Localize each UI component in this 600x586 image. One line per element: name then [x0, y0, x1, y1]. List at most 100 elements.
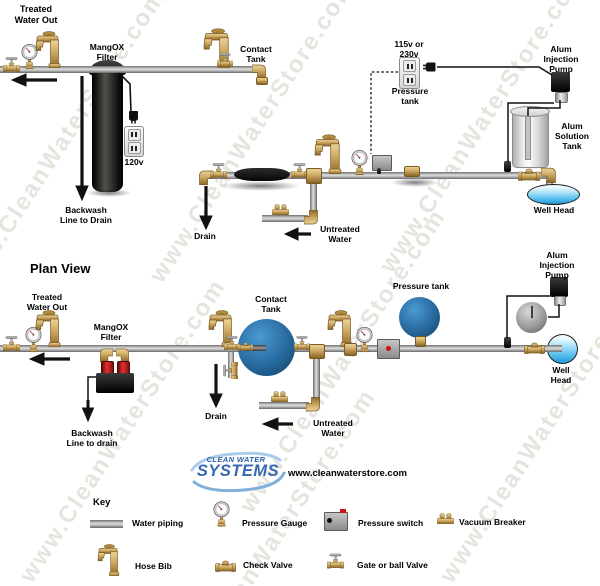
pipe-untreated-riser: [310, 179, 317, 217]
pressure-gauge-icon: [356, 326, 373, 353]
label-pressure-tank: Pressure tank: [391, 86, 429, 107]
drain-arrow-plan: [209, 364, 223, 409]
label-mangox-filter: MangOX Filter: [93, 322, 129, 343]
label-alum-injection-pump: Alum Injection Pump: [539, 250, 575, 281]
water-piping-icon: [90, 520, 123, 528]
logo-text-clean-water: CLEAN WATER: [206, 455, 266, 464]
switch-indicator: [386, 346, 391, 351]
label-drain: Drain: [194, 231, 216, 241]
tee-fitting: [306, 168, 322, 184]
pressure-switch-icon: [324, 512, 348, 531]
key-title: Key: [93, 497, 111, 508]
pipe-main-lower: [203, 172, 548, 179]
pipe-untreated-branch: [262, 215, 308, 222]
well-head-plan: [547, 334, 578, 364]
label-mangox-filter: MangOX Filter: [89, 42, 125, 63]
key-label-pressure-gauge: Pressure Gauge: [242, 518, 308, 528]
tank-inlet-tube: [246, 345, 266, 351]
injection-point-fitting: [504, 161, 511, 172]
label-treated-water-out: Treated Water Out: [14, 4, 58, 25]
elbow-icon: [116, 347, 130, 362]
suction-tube: [525, 116, 531, 160]
alum-injection-pump-plan: [550, 277, 568, 297]
gate-valve-icon: [3, 56, 20, 73]
vacuum-breaker-icon: [271, 391, 288, 402]
pipe-into-wellhead: [547, 345, 562, 352]
alum-solution-tank-plan: [516, 302, 547, 333]
mangox-filter-tank: [92, 68, 123, 192]
key-label-pressure-switch: Pressure switch: [358, 518, 424, 528]
mangox-filter-plan: [96, 373, 134, 393]
label-untreated-water: Untreated Water: [313, 418, 353, 439]
hose-bib-icon: [326, 310, 354, 347]
key-label-vacuum-breaker: Vacuum Breaker: [459, 517, 526, 527]
treated-water-arrow: [10, 73, 57, 87]
label-well-head: Well Head: [533, 205, 575, 215]
gate-valve-icon: [217, 52, 233, 68]
outlet-socket: [127, 128, 141, 141]
label-untreated-water: Untreated Water: [320, 224, 360, 245]
check-valve-icon: [215, 560, 236, 572]
pump-head: [555, 92, 568, 103]
pipe-treated-out: [0, 66, 258, 73]
pipe-coupling: [344, 343, 357, 356]
logo-swoosh-icon: [190, 451, 286, 493]
key-label-water-piping: Water piping: [132, 518, 184, 528]
label-treated-water-out: Treated Water Out: [26, 292, 68, 313]
pressure-gauge-icon: [351, 149, 368, 176]
pressure-tank: [390, 109, 434, 174]
alum-injection-pump: [551, 72, 570, 92]
switch-terminal: [327, 518, 332, 523]
outlet-socket: [127, 142, 141, 155]
label-alum-solution-tank: Alum Solution Tank: [555, 121, 589, 152]
pressure-gauge-icon: [213, 500, 230, 528]
pump-head: [554, 296, 566, 306]
hose-bib-icon: [313, 134, 343, 174]
label-pressure-tank: Pressure tank: [392, 281, 450, 291]
key-label-gate-or-ball-valve: Gate or ball Valve: [357, 560, 428, 570]
check-valve-icon: [518, 168, 540, 181]
vacuum-breaker-icon: [437, 513, 454, 524]
treated-water-arrow-plan: [28, 352, 70, 366]
outlet-socket: [403, 60, 416, 72]
outlet-115v-230v: [399, 57, 420, 89]
contact-tank: [229, 81, 294, 174]
backwash-arrow-plan: [81, 400, 95, 423]
tee-fitting: [309, 344, 325, 359]
power-plug-icon: [129, 111, 139, 124]
check-valve-icon: [524, 342, 545, 354]
switch-nipple: [377, 168, 381, 174]
plan-view-title: Plan View: [30, 261, 91, 276]
untreated-water-arrow: [283, 227, 311, 241]
tank-shadow: [86, 189, 132, 197]
hose-bib-icon: [34, 310, 62, 347]
pressure-tank-plan: [399, 297, 440, 338]
pipe-coupling: [256, 77, 268, 85]
power-plug-icon: [423, 62, 436, 72]
gate-valve-icon: [3, 335, 20, 352]
label-contact-tank: Contact Tank: [240, 44, 272, 65]
elbow-icon: [304, 210, 319, 226]
backwash-line-plan: [87, 376, 96, 402]
pipe-plan-drain-stub: [228, 352, 234, 378]
tank-shadow: [391, 178, 439, 187]
hose-bib-icon: [34, 31, 62, 68]
key-label-hose-bib: Hose Bib: [135, 561, 172, 571]
power-cord-115v: [437, 66, 553, 76]
hose-bib-icon: [96, 544, 121, 576]
label-backwash-line: Backwash Line to Drain: [60, 205, 112, 226]
label-drain: Drain: [205, 411, 227, 421]
switch-indicator: [340, 509, 346, 513]
elbow-icon: [99, 347, 113, 362]
label-115v-230v: 115v or 230v: [394, 39, 424, 60]
gate-valve-icon: [327, 550, 344, 572]
label-120v: 120v: [124, 157, 144, 167]
outlet-120v: [124, 126, 144, 157]
gate-valve-icon: [222, 362, 239, 379]
tank-shadow: [221, 181, 301, 191]
website-url: www.cleanwaterstore.com: [288, 468, 407, 479]
pipe-coupling: [415, 336, 426, 347]
injection-point-fitting: [504, 337, 511, 348]
elbow-icon: [541, 166, 557, 183]
key-label-check-valve: Check Valve: [243, 560, 293, 570]
